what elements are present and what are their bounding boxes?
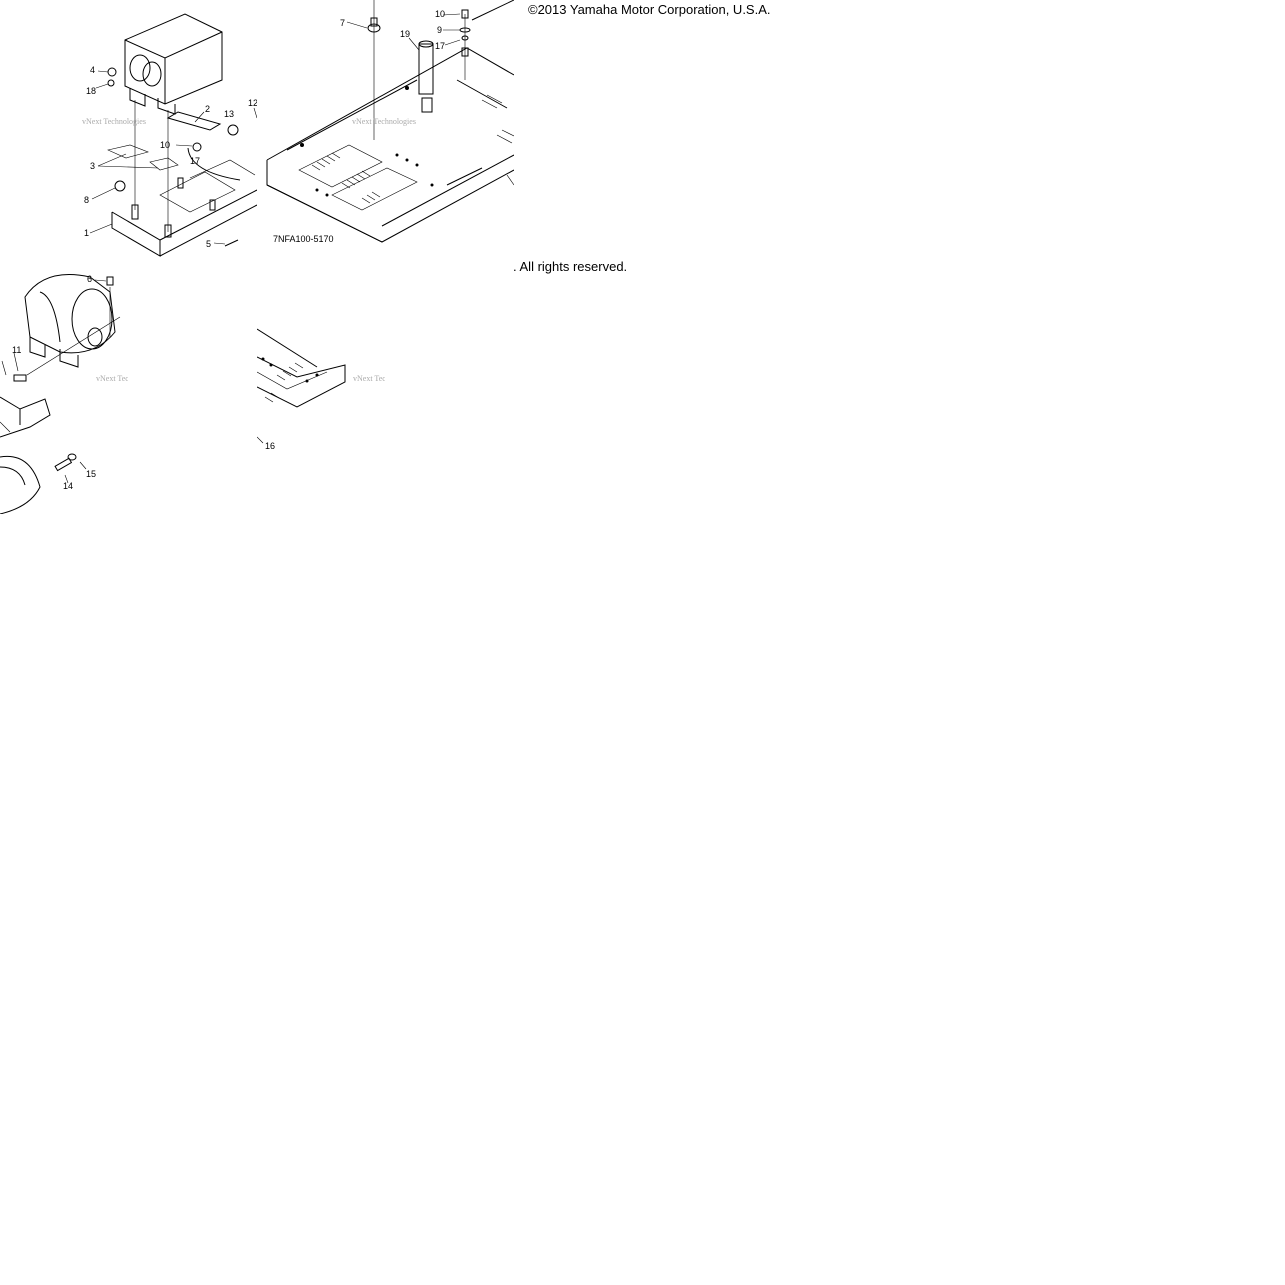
callout-15: 15 [86,469,96,479]
callout-11: 11 [12,345,21,355]
callout-2: 2 [205,104,210,114]
diagram-tile-rail: 16 vNext Technologies [257,257,385,514]
callout-10: 10 [435,9,445,19]
diagram-tile-motor: 6 11 14 15 vNext Technologies [0,257,128,514]
callout-12: 12 [248,98,257,108]
watermark: vNext Technologies [352,117,416,126]
diagram-tile-controller: 4 18 2 13 12 10 17 3 8 1 5 vNext Technol… [0,0,257,257]
watermark: vNext Technologies [96,374,128,383]
callout-8: 8 [84,195,89,205]
motor-exploded-view: 6 11 14 15 vNext Technologies [0,274,128,514]
watermark: vNext Technologies [82,117,146,126]
controller-exploded-view: 4 18 2 13 12 10 17 3 8 1 5 vNext Technol… [82,13,257,257]
callout-4: 4 [90,65,95,75]
chassis-frame [266,47,514,161]
callout-17: 17 [435,41,445,51]
callout-18: 18 [86,86,96,96]
callout-7: 7 [340,18,345,28]
callout-5: 5 [206,239,211,249]
lower-rail [257,356,346,408]
chassis-exploded-view: 7 19 10 9 17 7NFA100-5170 vNext Technolo… [266,0,514,244]
diagram-code: 7NFA100-5170 [273,234,334,244]
motor-body [24,274,116,354]
base-tray [111,189,257,241]
chassis-slots [311,94,514,204]
callout-19: 19 [400,29,410,39]
copyright-line-2: . All rights reserved. [513,259,628,274]
callout-13: 13 [224,109,234,119]
watermark: vNext Technologies [353,374,385,383]
callout-9: 9 [437,25,442,35]
callout-14: 14 [63,481,73,491]
rail-exploded-view: 16 vNext Technologies [257,328,385,451]
callout-3: 3 [90,161,95,171]
callout-16: 16 [265,441,275,451]
controller-box [124,13,223,105]
bracket-plate [166,111,222,131]
spacer-tube [418,43,434,95]
diagram-tile-chassis: 7 19 10 9 17 7NFA100-5170 vNext Technolo… [257,0,514,257]
callout-17: 17 [190,156,200,166]
callout-10: 10 [160,140,170,150]
copyright-line-1: ©2013 Yamaha Motor Corporation, U.S.A. [528,2,771,17]
callout-1: 1 [84,228,89,238]
callout-6: 6 [87,274,92,284]
